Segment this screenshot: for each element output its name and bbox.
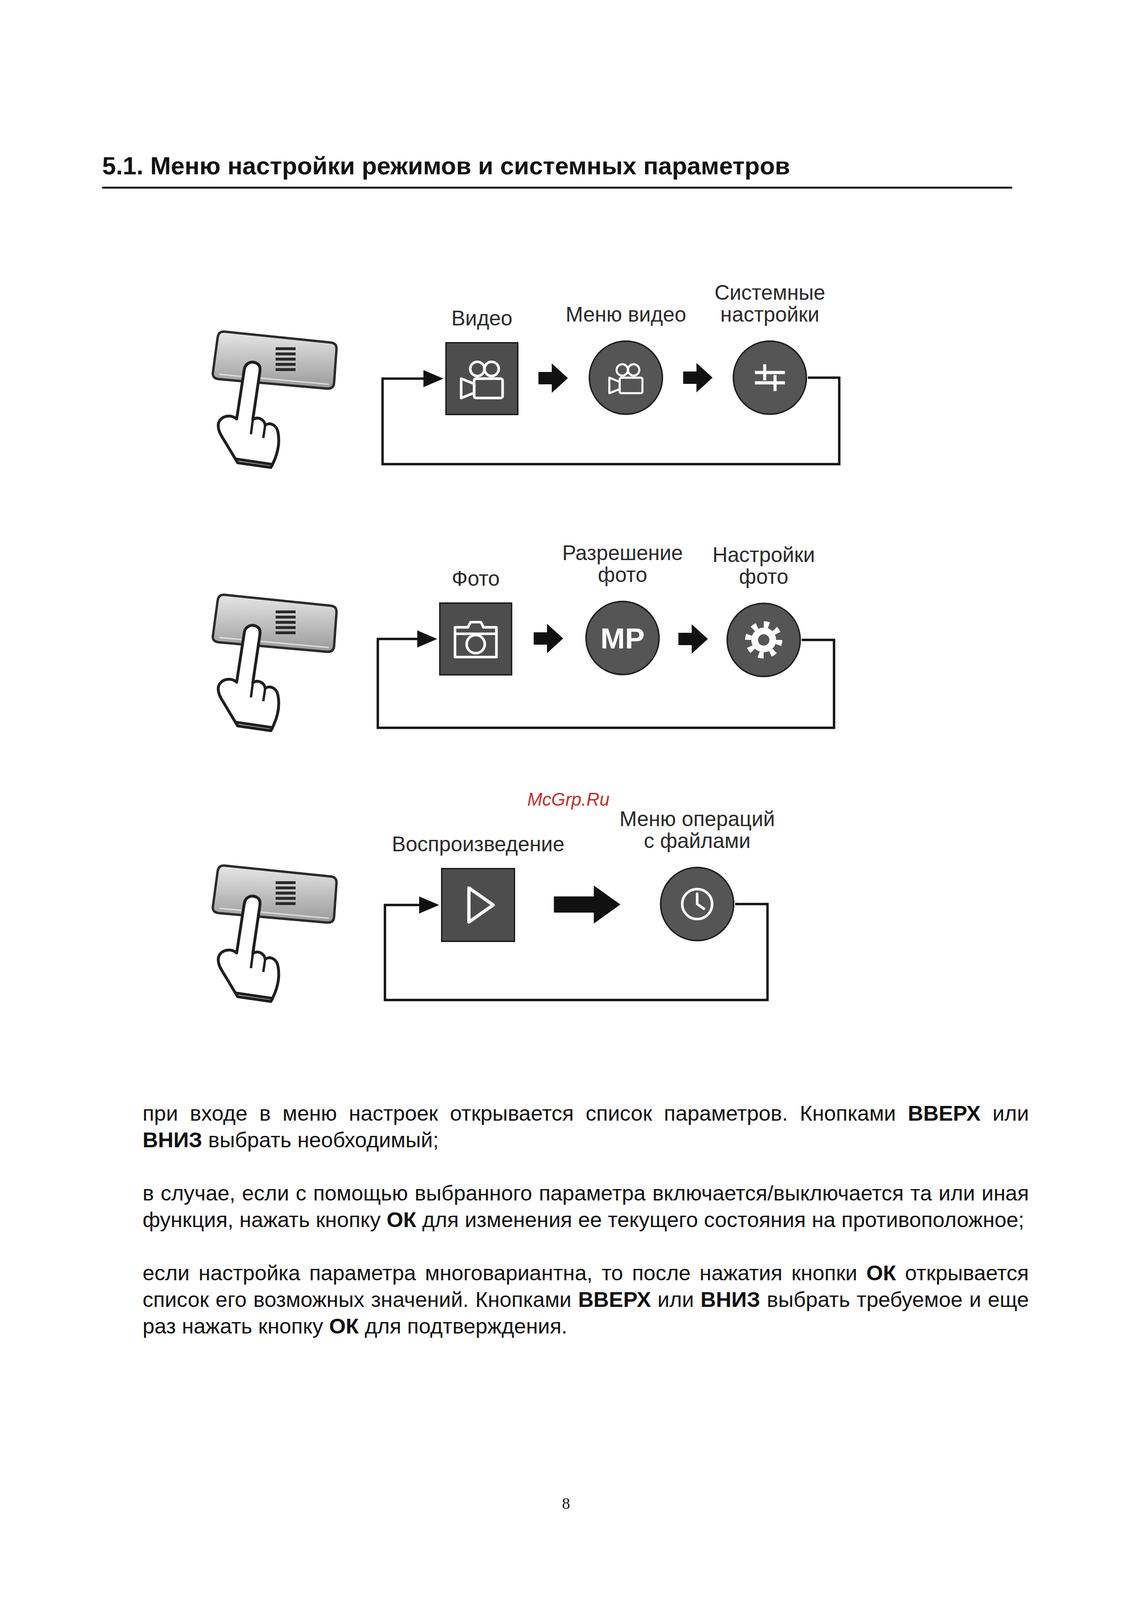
bullet-list: при входе в меню настроек открывается сп…	[142, 1100, 1029, 1367]
hand-button-icon	[212, 865, 337, 1002]
circle-outline	[725, 602, 802, 679]
menu-label: Меню видео	[554, 303, 698, 326]
menu-label: Настройки фото	[687, 544, 840, 588]
bold-term: ВВЕРХ	[907, 1101, 981, 1126]
circle-outline	[731, 339, 808, 416]
body-text: выбрать необходимый;	[208, 1128, 439, 1153]
hand-button-icon	[212, 594, 337, 731]
menu-label: Меню операций с файлами	[611, 808, 783, 853]
body-text: или	[992, 1101, 1029, 1126]
menu-circle: Настройки фото	[725, 602, 802, 679]
body-text: при входе в меню настроек открывается сп…	[142, 1101, 896, 1126]
mode-icon	[442, 869, 514, 941]
menu-circle: Системные настройки	[731, 339, 808, 416]
body-text: для подтверждения.	[364, 1314, 567, 1339]
menu-label: Воспроизведение	[378, 833, 578, 856]
body-text: для изменения ее текущего состояния на п…	[422, 1208, 1025, 1233]
flow-arrow	[554, 885, 621, 924]
bullet-item: в случае, если с помощью выбранного пара…	[142, 1180, 1029, 1234]
menu-circle: Разрешение фотоMP	[584, 600, 661, 677]
flow-arrow	[678, 624, 709, 654]
menu-mode-square: Видео	[445, 342, 519, 416]
bullet-item: при входе в меню настроек открывается сп…	[142, 1100, 1029, 1154]
flow-arrow	[538, 363, 568, 394]
menu-mode-square: Фото	[439, 602, 513, 676]
body-text: или	[657, 1287, 695, 1313]
menu-mode-square: Воспроизведение	[441, 868, 516, 943]
title-underline	[102, 186, 1013, 189]
watermark: McGrp.Ru	[527, 789, 610, 811]
page-title: 5.1. Меню настройки режимов и системных …	[102, 151, 790, 181]
menu-circle: Меню операций с файлами	[659, 866, 736, 943]
circle-text-box: MP	[584, 600, 661, 677]
bold-term: ОК	[386, 1208, 417, 1233]
bold-term: ВНИЗ	[142, 1128, 203, 1153]
menu-label: Фото	[404, 567, 547, 590]
hand-button-icon	[212, 331, 337, 468]
circle-outline	[587, 339, 664, 416]
menu-label: Системные настройки	[693, 281, 846, 326]
circle-outline	[659, 866, 736, 943]
mode-icon	[446, 343, 518, 414]
circle-text: MP	[600, 621, 645, 656]
menu-label: Разрешение фото	[551, 542, 694, 586]
body-text: если настройка параметра многовариантна,…	[142, 1261, 858, 1286]
bold-term: ОК	[328, 1314, 359, 1339]
bold-term: ВВЕРХ	[577, 1287, 651, 1313]
bold-term: ОК	[866, 1261, 896, 1286]
menu-circle: Меню видео	[587, 339, 664, 416]
menu-label: Видео	[410, 307, 554, 330]
bold-term: ВНИЗ	[700, 1287, 761, 1313]
mode-icon	[440, 604, 511, 675]
bullet-item: если настройка параметра многовариантна,…	[142, 1260, 1029, 1341]
flow-arrow	[533, 623, 564, 654]
page-number: 8	[0, 1495, 1132, 1514]
flow-arrow	[683, 363, 713, 393]
